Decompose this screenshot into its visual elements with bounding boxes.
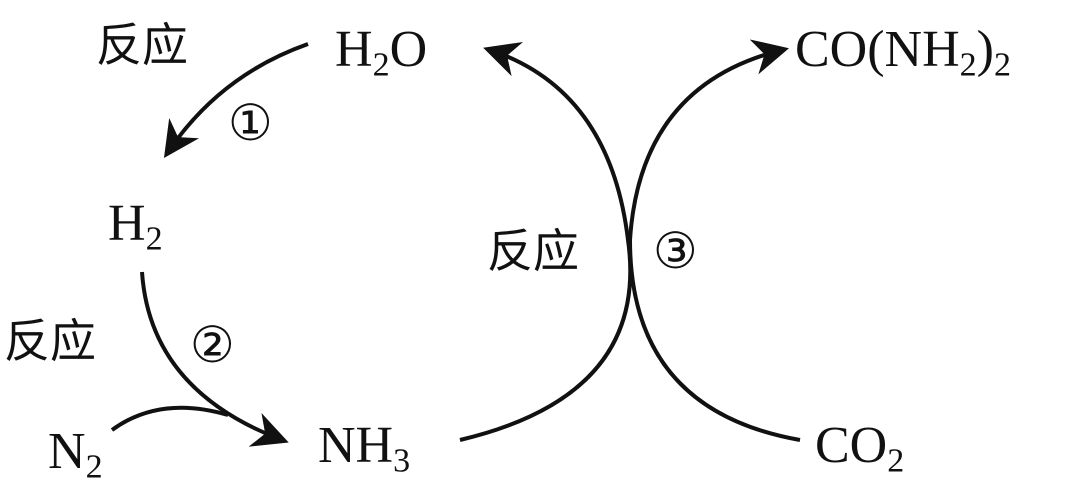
- urea-part-2: ): [976, 21, 994, 78]
- species-n2: N2: [48, 423, 103, 485]
- arrow-reaction-1: [163, 42, 309, 158]
- species-h2: H2: [108, 195, 163, 257]
- h2o-main: H: [335, 21, 373, 78]
- species-co2: CO2: [815, 417, 904, 479]
- reaction-3-number: ③: [653, 222, 698, 280]
- reaction-3-label: 反应: [487, 224, 579, 278]
- n2-subscript: 2: [85, 448, 103, 486]
- arrow-n2-input: [110, 405, 229, 432]
- species-h2o: H2O: [335, 21, 428, 83]
- co2-subscript: 2: [887, 442, 905, 480]
- arrow-reaction-3-to-urea: [627, 39, 801, 442]
- reaction-1-label: 反应: [96, 18, 188, 72]
- h2-subscript: 2: [145, 220, 163, 258]
- reaction-2-number: ②: [190, 316, 235, 374]
- species-urea: CO(NH2)2: [795, 21, 1011, 83]
- h2o-subscript: 2: [372, 46, 390, 84]
- co2-main: CO: [815, 417, 888, 474]
- h2o-tail: O: [389, 21, 428, 78]
- urea-subscript-1: 2: [959, 46, 977, 84]
- arrow-reaction-2: [140, 271, 289, 447]
- reaction-2-label: 反应: [4, 314, 96, 368]
- n2-main: N: [48, 423, 86, 480]
- nh3-subscript: 3: [393, 442, 411, 480]
- species-nh3: NH3: [318, 417, 410, 479]
- urea-part-1: CO(NH: [795, 21, 960, 78]
- h2-main: H: [108, 195, 146, 252]
- urea-subscript-2: 2: [994, 46, 1011, 84]
- nh3-main: NH: [318, 417, 394, 474]
- reaction-1-number: ①: [228, 94, 273, 152]
